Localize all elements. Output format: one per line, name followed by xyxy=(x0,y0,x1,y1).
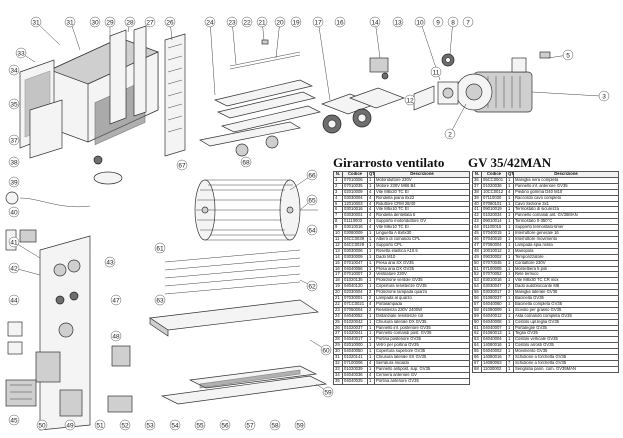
callout-label: 24 xyxy=(206,19,214,26)
heater-assembly xyxy=(199,39,322,157)
callout-label: 50 xyxy=(38,422,46,429)
callout-label: 2 xyxy=(448,131,452,138)
cell-description: Portina anteriore GV35 xyxy=(374,377,470,385)
callout-label: 54 xyxy=(171,422,179,429)
cell-number: 68 xyxy=(472,365,482,373)
callout-label: 68 xyxy=(242,159,250,166)
callout-label: 14 xyxy=(371,19,379,26)
callout-label: 59 xyxy=(296,422,304,429)
cell-code: 04CC0039 xyxy=(342,235,368,243)
callout-label: 9 xyxy=(436,19,440,26)
callout-label: 20 xyxy=(276,19,284,26)
header-qty: QTY xyxy=(367,171,375,178)
callout-label: 49 xyxy=(66,422,74,429)
callout-label: 37 xyxy=(10,137,18,144)
callout-label: 29 xyxy=(106,19,114,26)
callout-label: 52 xyxy=(121,422,129,429)
callout-label: 44 xyxy=(10,297,18,304)
callout-label: 67 xyxy=(178,162,186,169)
spits-and-tray xyxy=(149,249,328,405)
callout-label: 48 xyxy=(112,333,120,340)
motor-assembly xyxy=(413,51,551,113)
callout-label: 61 xyxy=(156,245,164,252)
cell-qty: 1 xyxy=(506,365,514,373)
callout-label: 19 xyxy=(292,19,300,26)
callout-label: 39 xyxy=(10,179,18,186)
callout-label: 42 xyxy=(10,265,18,272)
callout-label: 12 xyxy=(406,97,414,104)
cell-code: 10CC0012 xyxy=(481,188,507,196)
cell-code: 04CC0029 xyxy=(342,241,368,249)
callout-label: 47 xyxy=(112,297,120,304)
callout-label: 13 xyxy=(394,19,402,26)
callout-label: 66 xyxy=(308,172,316,179)
callout-label: 3 xyxy=(602,93,606,100)
callout-bubbles: 33 31 31 30 29 28 27 26 24 23 22 21 20 1… xyxy=(8,16,610,431)
air-intake-parts xyxy=(320,57,406,134)
callout-label: 23 xyxy=(228,19,236,26)
callout-label: 21 xyxy=(258,19,266,26)
cell-description: Serigrafia pann. com. GV35MAN xyxy=(513,365,619,373)
callout-label: 30 xyxy=(91,19,99,26)
diagram-title: Girarrosto ventilato GV 35/42MAN xyxy=(333,155,619,170)
callout-label: 5 xyxy=(566,52,570,59)
rotisserie-drum xyxy=(194,179,318,241)
callout-label: 53 xyxy=(146,422,154,429)
callout-label: 64 xyxy=(308,227,316,234)
callout-label: 10 xyxy=(416,19,424,26)
callout-label: 33 xyxy=(17,50,25,57)
parts-table-left: N. Codice QTY Descrizione 1070100061Moto… xyxy=(333,171,470,385)
oven-cabinet xyxy=(19,25,186,159)
callout-label: 55 xyxy=(196,422,204,429)
cell-qty: 1 xyxy=(367,377,375,385)
callout-label: 28 xyxy=(126,19,134,26)
callout-label: 43 xyxy=(106,259,114,266)
cell-code: 04040025 xyxy=(342,377,368,385)
callout-label: 62 xyxy=(308,283,316,290)
callout-label: 59 xyxy=(324,389,332,396)
callout-label: 35 xyxy=(10,101,18,108)
callout-label: 22 xyxy=(243,19,251,26)
callout-label: 63 xyxy=(156,297,164,304)
callout-label: 7 xyxy=(466,19,470,26)
callout-label: 58 xyxy=(271,422,279,429)
cell-code: 07CC0021 xyxy=(342,300,368,308)
callout-label: 38 xyxy=(10,159,18,166)
callout-label: 17 xyxy=(314,19,322,26)
control-panel xyxy=(5,155,133,431)
callout-label: 51 xyxy=(96,422,104,429)
callout-label: 31 xyxy=(66,19,74,26)
callout-label: 45 xyxy=(10,417,18,424)
callout-label: 34 xyxy=(10,67,18,74)
callout-label: 41 xyxy=(10,239,18,246)
table-header-row: N. Codice QTY Descrizione xyxy=(333,171,470,178)
cell-code: 11030002 xyxy=(481,365,507,373)
callout-label: 65 xyxy=(308,197,316,204)
callout-label: 60 xyxy=(322,347,330,354)
parts-table-right: N. Codice QTY Descrizione 3605CC00011Man… xyxy=(472,171,619,373)
callout-label: 40 xyxy=(10,209,18,216)
callout-label: 26 xyxy=(166,19,174,26)
callout-label: 8 xyxy=(451,19,455,26)
cell-code: 05CC0001 xyxy=(481,176,507,184)
cell-number: 35 xyxy=(333,377,343,385)
callout-label: 56 xyxy=(221,422,229,429)
title-model-code: GV 35/42MAN xyxy=(468,155,552,170)
callout-label: 57 xyxy=(246,422,254,429)
callout-label: 16 xyxy=(336,19,344,26)
callout-label: 11 xyxy=(433,69,440,76)
callout-label: 31 xyxy=(32,19,40,26)
title-product-name: Girarrosto ventilato xyxy=(333,155,445,170)
callout-label: 27 xyxy=(146,19,154,26)
header-qty: QTY xyxy=(506,171,514,178)
